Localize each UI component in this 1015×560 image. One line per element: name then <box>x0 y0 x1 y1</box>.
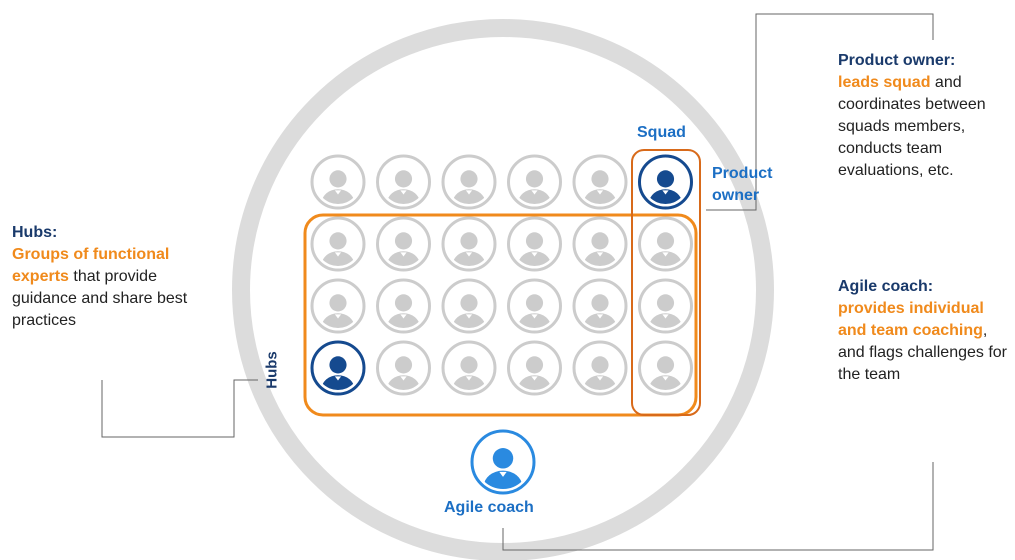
person-icon <box>441 278 497 334</box>
agile-coach-connector-line <box>502 462 934 551</box>
person-icon <box>376 216 431 272</box>
person-icon <box>507 216 562 272</box>
person-icon <box>638 216 693 272</box>
product-owner-description-highlight: leads squad <box>838 74 931 91</box>
person-icon-hub-lead <box>310 340 366 396</box>
person-icon <box>310 216 366 272</box>
person-icon <box>441 340 497 396</box>
person-icon <box>441 216 497 272</box>
squad-label: Squad <box>637 124 686 141</box>
person-icon <box>572 154 628 210</box>
person-icon <box>572 278 628 334</box>
person-icon <box>572 216 628 272</box>
person-icon <box>310 154 366 210</box>
hubs-description-title: Hubs: <box>12 224 58 241</box>
person-icon <box>572 340 628 396</box>
person-icon <box>638 340 693 396</box>
hubs-box <box>303 213 698 417</box>
agile-coach-description: Agile coach: provides individual and tea… <box>838 276 1013 386</box>
squad-box <box>631 149 701 416</box>
person-icon <box>310 278 366 334</box>
hubs-description: Hubs: Groups of functional experts that … <box>12 222 192 332</box>
person-icon <box>376 154 431 210</box>
agile-coach-description-rest: , and flags challenges for the team <box>838 322 1007 383</box>
product-owner-label: Product owner <box>712 163 772 207</box>
agile-coach-person-icon <box>470 429 536 495</box>
hubs-connector-line <box>101 379 258 438</box>
person-icon <box>507 340 562 396</box>
product-owner-label-line2: owner <box>712 187 760 204</box>
product-owner-description: Product owner: leads squad and coordinat… <box>838 50 1013 182</box>
product-owner-label-line1: Product <box>712 165 773 182</box>
person-icon-product-owner <box>638 154 693 210</box>
person-icon <box>638 278 693 334</box>
person-icon <box>507 154 562 210</box>
agile-coach-label: Agile coach <box>444 499 534 516</box>
agile-coach-icon <box>470 429 536 495</box>
person-icon <box>441 154 497 210</box>
product-owner-description-title: Product owner: <box>838 52 956 69</box>
organization-ring <box>232 19 774 560</box>
hubs-description-highlight: Groups of functional experts <box>12 246 170 285</box>
hubs-description-rest: that provide guidance and share best pra… <box>12 268 188 329</box>
product-owner-connector-line <box>706 13 934 211</box>
member-icon-grid <box>310 154 693 396</box>
person-icon <box>376 278 431 334</box>
agile-coach-description-title: Agile coach: <box>838 278 934 295</box>
person-icon <box>507 278 562 334</box>
product-owner-description-rest: and coordinates between squads members, … <box>838 74 986 179</box>
agile-coach-description-highlight: provides individual and team coaching <box>838 300 984 339</box>
hubs-vertical-label: Hubs <box>263 351 281 389</box>
person-icon <box>376 340 431 396</box>
